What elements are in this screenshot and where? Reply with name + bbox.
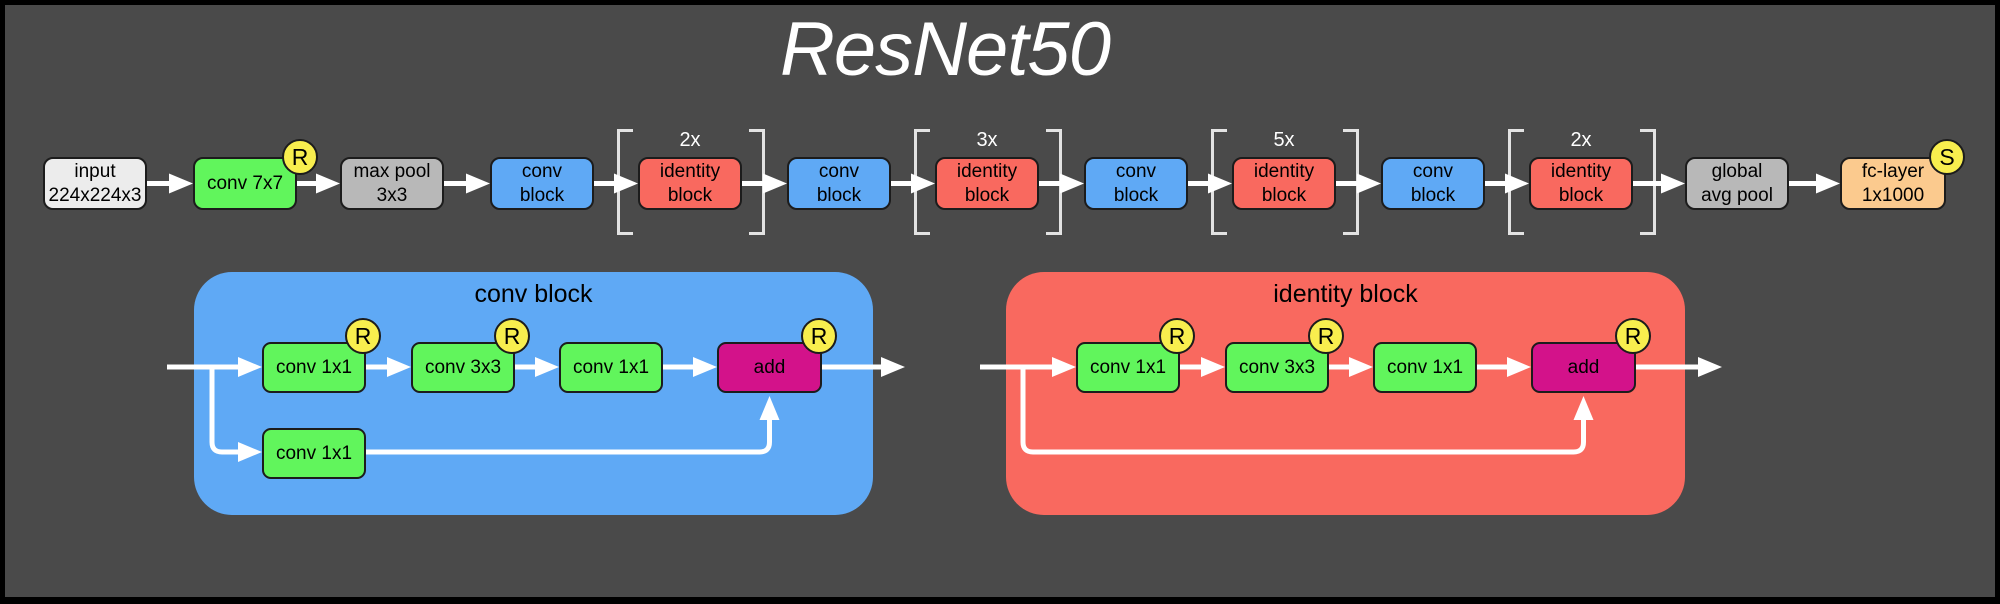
- relu-badge-icon: R: [1615, 318, 1651, 354]
- relu-badge-icon: R: [1308, 318, 1344, 354]
- conv-block-detail-node-conv-1x1-b: conv 1x1: [559, 342, 663, 393]
- conv-block-detail-node-conv-1x1-a: conv 1x1: [262, 342, 366, 393]
- repeat-count-label: 2x: [679, 129, 701, 151]
- pipeline-node-conv-block-1: conv block: [490, 157, 594, 210]
- pipeline-node-fc-layer: fc-layer 1x1000: [1840, 157, 1946, 210]
- pipeline-node-conv-block-2: conv block: [787, 157, 891, 210]
- page-title: ResNet50: [780, 7, 1111, 92]
- pipeline-node-identity-block-group-3: identity block: [1232, 157, 1336, 210]
- softmax-badge-icon: S: [1929, 139, 1965, 175]
- conv-block-detail-node-conv-3x3: conv 3x3: [411, 342, 515, 393]
- repeat-count-label: 5x: [1273, 129, 1295, 151]
- pipeline-node-identity-block-group-2: identity block: [935, 157, 1039, 210]
- identity-block-detail-node-conv-1x1-b: conv 1x1: [1373, 342, 1477, 393]
- conv-block-detail-node-add: add: [717, 342, 822, 393]
- relu-badge-icon: R: [494, 318, 530, 354]
- pipeline-node-identity-block-group-1: identity block: [638, 157, 742, 210]
- relu-badge-icon: R: [345, 318, 381, 354]
- pipeline-node-max-pool-3x3: max pool 3x3: [340, 157, 444, 210]
- relu-badge-icon: R: [282, 139, 318, 175]
- pipeline-node-global-avg-pool: global avg pool: [1685, 157, 1789, 210]
- identity-block-detail-node-add: add: [1531, 342, 1636, 393]
- pipeline-node-conv-block-3: conv block: [1084, 157, 1188, 210]
- identity-block-detail-title: identity block: [1273, 280, 1418, 308]
- conv-block-detail-title: conv block: [474, 280, 593, 308]
- pipeline-node-conv-7x7: conv 7x7: [193, 157, 297, 210]
- pipeline-node-input: input 224x224x3: [43, 157, 147, 210]
- pipeline-node-identity-block-group-4: identity block: [1529, 157, 1633, 210]
- relu-badge-icon: R: [801, 318, 837, 354]
- relu-badge-icon: R: [1159, 318, 1195, 354]
- repeat-count-label: 2x: [1570, 129, 1592, 151]
- repeat-count-label: 3x: [976, 129, 998, 151]
- conv-block-detail-node-conv-1x1-shortcut: conv 1x1: [262, 428, 366, 479]
- pipeline-node-conv-block-4: conv block: [1381, 157, 1485, 210]
